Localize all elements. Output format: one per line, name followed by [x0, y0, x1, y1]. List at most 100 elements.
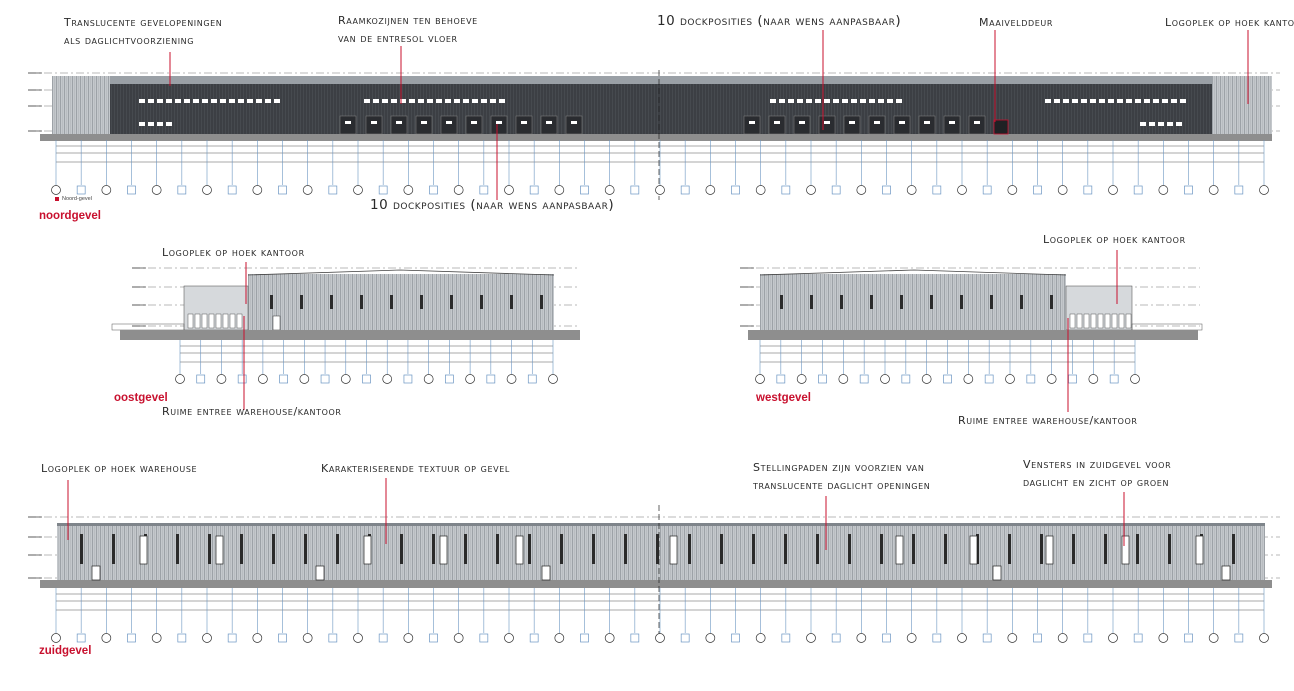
north-window	[1126, 99, 1132, 103]
north-window	[1144, 99, 1150, 103]
north-grid-marker	[479, 185, 489, 195]
south-grid-bubble	[604, 633, 615, 643]
east-grid-marker	[237, 374, 247, 384]
east-warehouse-wall	[248, 274, 554, 330]
north-dock-light	[546, 121, 552, 124]
north-dock	[768, 115, 786, 135]
south-slit-window	[1136, 534, 1139, 564]
east-grid-bubble	[465, 374, 475, 384]
south-grid-marker	[1234, 633, 1244, 643]
south-grid-bubble	[1108, 633, 1118, 643]
north-grid-marker	[680, 185, 690, 195]
north-dock-light	[371, 121, 377, 124]
south-grid-marker	[781, 633, 791, 643]
north-grid-marker	[831, 185, 841, 195]
north-window	[1045, 99, 1051, 103]
south-grid-bubble	[302, 633, 313, 643]
west-slit-window	[840, 295, 843, 309]
west-grid-bubble	[1088, 374, 1099, 384]
south-slit-window	[112, 534, 115, 564]
north-grid-marker	[932, 185, 942, 195]
west-grid-bubble	[1130, 374, 1140, 384]
south-slit-window	[1072, 534, 1075, 564]
east-ground	[120, 330, 580, 340]
west-slit-window	[780, 295, 783, 309]
south-grid-marker	[932, 633, 942, 643]
south-slit-window	[208, 534, 211, 564]
south-slit-window	[80, 534, 83, 564]
east-roof-line	[247, 269, 555, 276]
south-slit-window	[880, 534, 883, 564]
south-slit-window	[432, 534, 435, 564]
east-grid-marker	[362, 374, 371, 384]
east-slit-window	[390, 295, 393, 309]
north-window	[896, 99, 902, 103]
south-grid-bubble	[1208, 633, 1219, 643]
south-door	[1221, 565, 1231, 581]
south-window	[439, 535, 448, 565]
north-dock	[565, 115, 583, 135]
west-grid-marker	[901, 374, 911, 384]
north-window-low	[166, 122, 172, 126]
south-wall	[57, 523, 1265, 580]
north-window	[851, 99, 857, 103]
north-grid-marker	[76, 185, 86, 195]
south-grid-marker	[378, 633, 388, 643]
west-grid-bubble	[880, 374, 890, 384]
north-dock-light	[521, 121, 527, 124]
south-grid-marker	[731, 633, 740, 643]
east-fence	[111, 323, 185, 331]
north-grid-bubble	[1007, 185, 1018, 195]
north-window	[797, 99, 803, 103]
west-ground	[748, 330, 1198, 340]
south-window	[1195, 535, 1204, 565]
north-window	[1171, 99, 1177, 103]
north-window	[1099, 99, 1105, 103]
south-grid-bubble	[101, 633, 112, 643]
south-slit-window	[944, 534, 947, 564]
south-slit-window	[560, 534, 563, 564]
south-grid-bubble	[1007, 633, 1018, 643]
north-window	[499, 99, 505, 103]
east-slit-window	[540, 295, 543, 309]
south-slit-window	[528, 534, 531, 564]
south-grid-bubble	[856, 633, 867, 643]
west-slit-window	[990, 295, 993, 309]
south-grid-bubble	[202, 633, 212, 643]
east-slit-window	[450, 295, 453, 309]
note-translucent-openings: Translucente gevelopeningen als daglicht…	[64, 16, 223, 47]
north-grid-bubble	[604, 185, 615, 195]
north-window	[1117, 99, 1123, 103]
north-grid-marker	[328, 185, 338, 195]
east-slit-window	[360, 295, 363, 309]
south-slit-window	[336, 534, 339, 564]
south-grid-bubble	[504, 633, 514, 643]
north-window-low	[139, 122, 145, 126]
east-grid-marker	[527, 374, 537, 384]
east-grid-marker	[445, 374, 454, 384]
north-window	[1108, 99, 1114, 103]
north-grid-bubble	[655, 185, 665, 195]
west-grid-marker	[1068, 374, 1077, 384]
south-grid-marker	[429, 633, 438, 643]
west-grid-bubble	[1046, 374, 1057, 384]
north-grid-marker	[127, 185, 136, 195]
west-slit-window	[960, 295, 963, 309]
north-window	[454, 99, 460, 103]
west-grid-marker	[776, 374, 786, 384]
note-logo-corner-office-north: Logoplek op hoek kantoor	[1165, 16, 1294, 29]
east-slit-window	[510, 295, 513, 309]
south-grid-marker	[680, 633, 690, 643]
north-window	[833, 99, 839, 103]
south-window	[363, 535, 372, 565]
south-grid-bubble	[806, 633, 816, 643]
south-grid-marker	[328, 633, 338, 643]
north-window	[472, 99, 478, 103]
legend: Noord-gevel	[55, 196, 92, 202]
north-grid-bubble	[806, 185, 816, 195]
west-grid-bubble	[1005, 374, 1015, 384]
south-slit-window	[1008, 534, 1011, 564]
north-grid-bubble	[302, 185, 313, 195]
west-grid-marker	[818, 374, 827, 384]
west-fence	[1131, 323, 1203, 331]
